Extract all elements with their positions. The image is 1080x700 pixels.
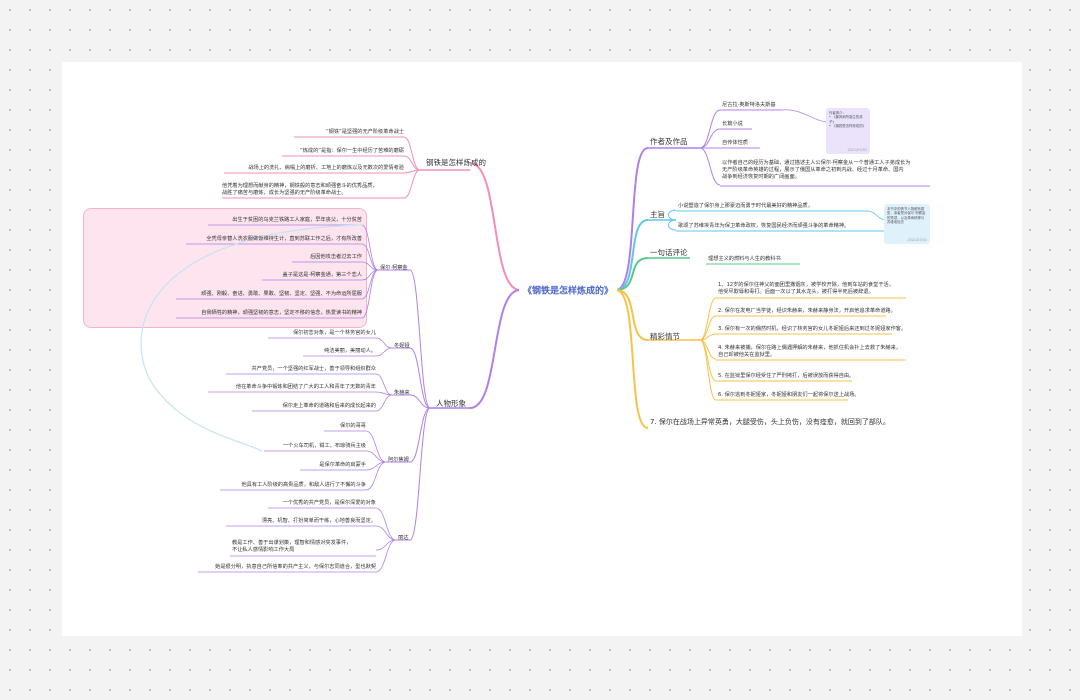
baoer-item-3[interactable]: 后因他攻击者过去工作 [310, 254, 362, 260]
baoer-item-4[interactable]: 盖子是这是·柯察金通，第三个恋人 [282, 272, 362, 278]
works-item-1[interactable]: 尼古拉·奥斯特洛夫斯基 [722, 102, 776, 108]
dongniya-item-2[interactable]: 纯洁美丽，美丽动人。 [324, 348, 376, 354]
works-item-4[interactable]: 以作者自己的经历为基础，通过描述主人公保尔·柯察金从一个普通工人子弟成长为 无产… [722, 160, 911, 180]
how-item-2[interactable]: “炼成的”是指：保尔一生中经历了苦难的磨砺 [300, 148, 404, 154]
group-baoer[interactable]: 保尔·柯察金 [380, 265, 408, 271]
plot-item-1[interactable]: 1、12岁的保尔往神父的面团里撒烟灰，被学校开除，他到车站的食堂干活， 他受尽欺… [718, 282, 894, 295]
aerjiaomu-item-4[interactable]: 他具有工人阶级的高贵品质，和敌人进行了不懈的斗争 [241, 482, 366, 488]
how-item-1[interactable]: “钢铁”是坚强的无产阶级革命战士 [325, 129, 404, 135]
branch-comment[interactable]: 一句话评论 [650, 248, 688, 257]
plot-item-6[interactable]: 6. 保尔逃到冬妮娅家，冬妮娅和朋友们一起将保尔送上战场。 [718, 392, 860, 398]
group-zhuhelai[interactable]: 朱赫来 [394, 390, 410, 396]
group-aerjiaomu[interactable]: 阿尔焦姆 [388, 457, 409, 463]
works-note-date: 2021/07/01 [847, 147, 867, 152]
theme-note-date: 2021/07/01 [907, 237, 927, 242]
root-topic[interactable]: 《钢铁是怎样炼成的》 [518, 281, 618, 299]
theme-item-1[interactable]: 小说塑造了保尔身上那豪迈而勇于时代最美好的精神品质， [678, 203, 813, 209]
branch-theme[interactable]: 主旨 [650, 210, 665, 219]
baoer-item-5[interactable]: 顽强、刚毅、奋进、勇敢、果敢、坚韧、坚定、坚强、不为命运所屈服 [201, 291, 362, 297]
works-item-3[interactable]: 自传体性质 [722, 140, 748, 146]
lida-item-4[interactable]: 她是很分明，执意自己所信奉的共产主义，与保尔志同道合，型也默契 [215, 564, 376, 570]
plot-item-4[interactable]: 4. 朱赫来被捕，保尔在路上偶遇押解的朱赫来，他抓住机会扑上去救了朱赫来， 自己… [718, 345, 901, 358]
aerjiaomu-item-1[interactable]: 保尔的哥哥 [340, 423, 366, 429]
branch-how[interactable]: 钢铁是怎样炼成的 [426, 158, 486, 167]
lida-item-3[interactable]: 教是工作、善于出谋划策，理智和情感对突发事件， 不让私人感情影响工作大局 [232, 540, 352, 553]
comment-item-1[interactable]: 理想主义的燃料与人生的教科书 [708, 256, 781, 262]
plot-item-7[interactable]: 7. 保尔在战场上异常英勇，大腿受伤，头上负伤，没有痊愈，就回到了部队。 [650, 418, 890, 426]
theme-item-2[interactable]: 歌颂了苏维埃青年为保卫革命政权，恢复国民经济而顽强斗争的革命精神。 [678, 223, 850, 229]
branch-plot[interactable]: 精彩情节 [650, 332, 680, 341]
lida-item-1[interactable]: 一个优秀的共产党员，是保尔深爱的对象 [282, 500, 376, 506]
baoer-item-6[interactable]: 自我牺牲的精神，顽强坚韧的意志，坚定不移的信念，热爱读书的精神 [201, 310, 362, 316]
lida-item-2[interactable]: 漂亮、机智、打扮简单而干练，心地善良而坚定。 [261, 518, 376, 524]
mindmap-canvas [62, 62, 1022, 636]
branch-works[interactable]: 作者及作品 [650, 137, 688, 146]
group-dongniya[interactable]: 冬妮娅 [394, 343, 410, 349]
plot-item-5[interactable]: 5. 在监狱里保尔经受住了严刑拷打，后被误放而获得自由。 [718, 373, 855, 379]
how-item-3[interactable]: 战场上的洗礼、病榻上的磨折、工地上的磨炼以及无数次的爱情考验 [248, 165, 404, 171]
baoer-item-1[interactable]: 出生于贫困的乌克兰铁路工人家庭，早年丧父，十分贫苦 [232, 217, 362, 223]
works-note-line-1: • 《暴风雨所诞生的孩子》 [829, 115, 863, 124]
theme-note[interactable]: 本书中的情节人物都有原型，读者是对保尔·柯察金的赞颂，以及革命精神与苏维埃信念 … [884, 204, 930, 244]
works-item-2[interactable]: 长篇小说 [722, 121, 743, 127]
group-lida[interactable]: 丽达 [398, 535, 409, 541]
works-note-line-2: • 《钢铁是怎样炼成的》 [829, 124, 866, 129]
plot-item-3[interactable]: 3. 保尔有一次的偶然时机，经识了林务官的女儿冬妮娅后来还到过冬妮娅家作客。 [718, 326, 907, 332]
aerjiaomu-item-2[interactable]: 一个火车司机，钳工，布琼骑兵主级 [282, 443, 366, 449]
zhuhelai-item-3[interactable]: 保尔走上革命的道路和后来的成长起来的 [282, 403, 376, 409]
aerjiaomu-item-3[interactable]: 是保尔革命的启蒙手 [319, 462, 366, 468]
baoer-item-2[interactable]: 全凭母亲替人洗衣服做饭维持生计，直到苏联工作之后，才有所改善 [206, 236, 362, 242]
works-note[interactable]: 作者简介： • 《暴风雨所诞生的孩子》 • 《钢铁是怎样炼成的》 2021/07… [826, 108, 870, 154]
zhuhelai-item-1[interactable]: 共产党员，一个坚强的红军战士，善于领导和组织群众 [251, 366, 376, 372]
works-note-title: 作者简介： [829, 111, 846, 115]
branch-people[interactable]: 人物形象 [436, 399, 466, 408]
theme-note-line-1: 本书中的情节人物都有原型，读者是对保尔·柯察金的赞颂，以及革命精神与苏维埃信念 [887, 207, 926, 225]
how-item-4[interactable]: 他凭着为理想而献身的精神，钢铁般的意志和顽强奋斗的优秀品质， 战胜了痛苦与磨炼，… [222, 183, 378, 196]
dongniya-item-1[interactable]: 保尔初恋对象，是一个林务官的女儿 [292, 330, 376, 336]
plot-item-2[interactable]: 2. 保尔在发电厂当学徒，经识朱赫来，朱赫来静身法，开启他追求革命道路。 [718, 308, 896, 314]
zhuhelai-item-2[interactable]: 他在革命斗争中锻炼和团结了广大的工人和青年了无数的青年 [235, 384, 376, 390]
